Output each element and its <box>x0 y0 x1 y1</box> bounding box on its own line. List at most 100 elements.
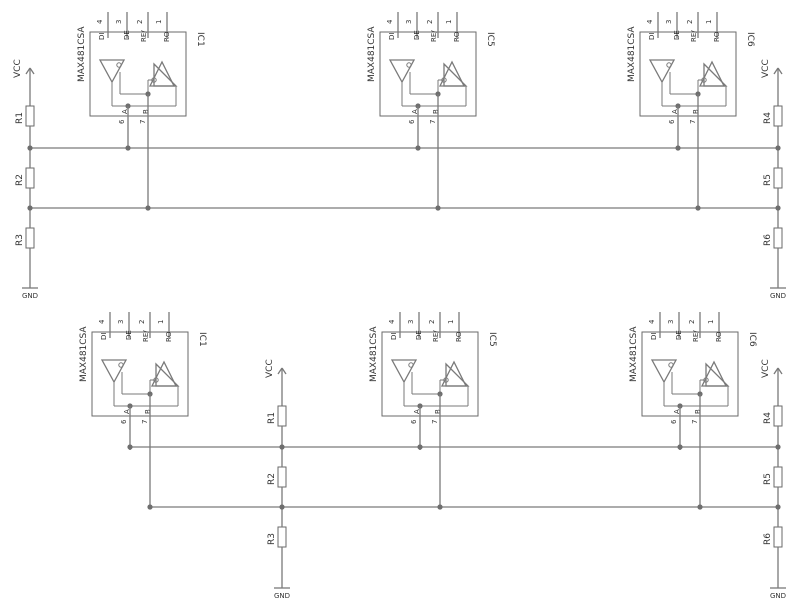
pin-name: DE <box>413 30 421 40</box>
pin-name: DE <box>675 330 683 340</box>
receiver-triangle <box>440 360 468 387</box>
pin-name: B <box>694 409 702 414</box>
pin-name: RO <box>453 31 461 42</box>
resistor <box>773 466 783 488</box>
ic-body <box>91 331 189 417</box>
vcc-label: VCC <box>761 359 771 378</box>
pin-number: 3 <box>407 320 415 324</box>
receiver-triangle <box>438 60 466 87</box>
pin-number: 3 <box>405 20 413 24</box>
junction-dot <box>145 205 151 211</box>
pin-number: 4 <box>98 319 106 324</box>
ic-ref-label: IC1 <box>195 32 205 47</box>
resistor-label: R2 <box>15 174 25 186</box>
pin-name: DI <box>648 33 656 40</box>
resistor <box>25 227 35 249</box>
pin-number: 7 <box>139 120 147 124</box>
inversion-bubble <box>408 362 414 368</box>
driver-buffer <box>98 59 126 84</box>
pin-name: B <box>434 409 442 414</box>
junction-dot <box>127 444 133 450</box>
ic-ref-label: IC5 <box>487 332 497 347</box>
vcc-arrow <box>777 67 783 75</box>
junction-dot <box>279 444 285 450</box>
junction-dot <box>279 504 285 510</box>
pin-number: 1 <box>445 20 453 24</box>
pin-name: RE/ <box>142 330 150 342</box>
resistor <box>773 526 783 548</box>
pin-name: RO <box>715 331 723 342</box>
resistor-label: R6 <box>763 533 773 545</box>
junction-dot <box>775 205 781 211</box>
ic-part-label: MAX481CSA <box>369 326 379 382</box>
junction-dot <box>27 205 33 211</box>
junction-dot <box>147 504 153 510</box>
junction-dot <box>415 145 421 151</box>
pin-name: RE/ <box>692 330 700 342</box>
pin-name: A <box>121 109 129 114</box>
vcc-arrow <box>777 367 783 375</box>
pin-number: 1 <box>157 320 165 324</box>
gnd-label: GND <box>770 292 786 300</box>
pin-name: DI <box>98 33 106 40</box>
pin-number: 6 <box>118 119 126 124</box>
pin-number: 1 <box>707 320 715 324</box>
junction-dot <box>677 444 683 450</box>
pin-name: DE <box>415 330 423 340</box>
resistor-label: R4 <box>763 412 773 424</box>
resistor <box>773 105 783 127</box>
resistor-label: R1 <box>267 412 277 424</box>
pin-number: 7 <box>429 120 437 124</box>
pin-number: 6 <box>670 419 678 424</box>
pin-name: DI <box>100 333 108 340</box>
resistor-label: R5 <box>763 174 773 186</box>
pin-number: 2 <box>428 320 436 324</box>
inversion-bubble <box>668 362 674 368</box>
pin-number: 3 <box>667 320 675 324</box>
junction-dot <box>435 205 441 211</box>
junction-dot <box>417 444 423 450</box>
inversion-bubble <box>406 62 412 68</box>
gnd-label: GND <box>770 592 786 600</box>
pin-number: 4 <box>96 19 104 24</box>
receiver-triangle <box>698 60 726 87</box>
pin-name: RE/ <box>432 330 440 342</box>
vcc-arrow <box>773 67 779 75</box>
pin-number: 3 <box>117 320 125 324</box>
pin-name: RO <box>165 331 173 342</box>
ic-body <box>89 31 187 117</box>
vcc-arrow <box>25 67 31 75</box>
resistor-label: R2 <box>267 473 277 485</box>
resistor-label: R4 <box>763 112 773 124</box>
resistor <box>25 105 35 127</box>
junction-dot <box>437 504 443 510</box>
vcc-arrow <box>277 367 283 375</box>
pin-name: RO <box>163 31 171 42</box>
pin-number: 7 <box>689 120 697 124</box>
pin-number: 2 <box>136 20 144 24</box>
pin-number: 2 <box>688 320 696 324</box>
ic-body <box>641 331 739 417</box>
pin-number: 3 <box>115 20 123 24</box>
ic-ref-label: IC1 <box>197 332 207 347</box>
pin-name: A <box>413 409 421 414</box>
pin-number: 6 <box>120 419 128 424</box>
pin-number: 6 <box>668 119 676 124</box>
inversion-bubble <box>116 62 122 68</box>
vcc-arrow <box>29 67 35 75</box>
pin-name: DE <box>125 330 133 340</box>
resistor <box>773 405 783 427</box>
resistor-label: R5 <box>763 473 773 485</box>
pin-name: DE <box>123 30 131 40</box>
pin-name: RE/ <box>430 30 438 42</box>
